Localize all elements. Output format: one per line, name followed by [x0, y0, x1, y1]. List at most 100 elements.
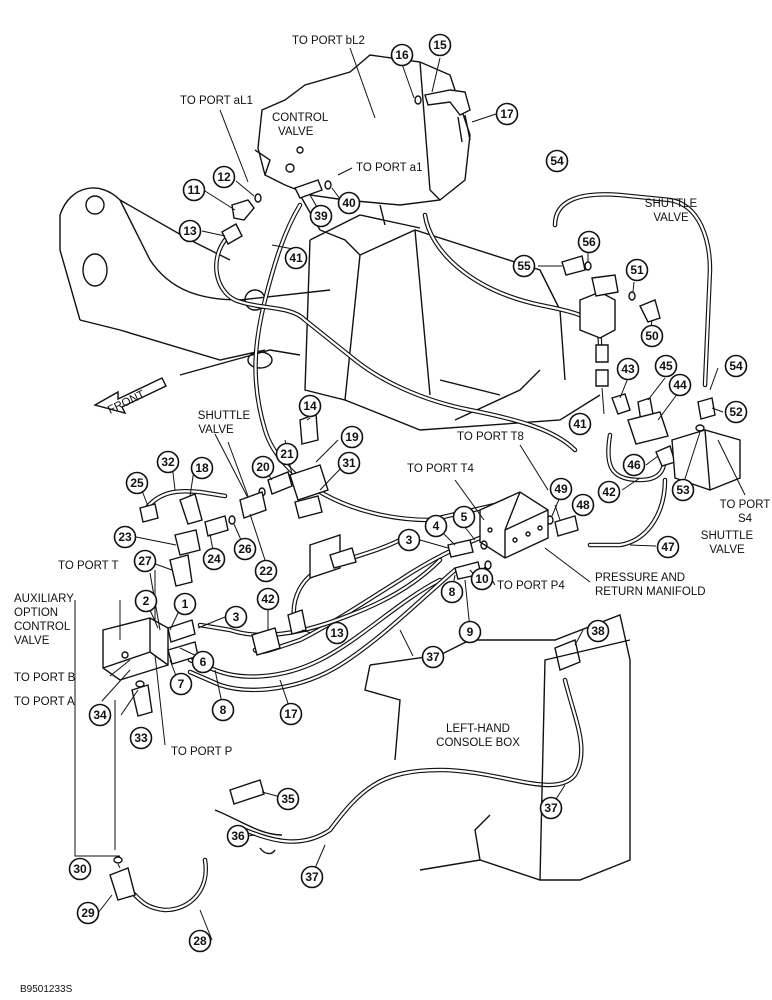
callout-27-label: 27	[138, 554, 152, 568]
callout-40: 40	[337, 191, 361, 215]
callout-55-label: 55	[517, 259, 531, 273]
callout-24-label: 24	[207, 552, 221, 566]
callout-23-label: 23	[118, 530, 132, 544]
callout-56: 56	[577, 230, 601, 254]
label-shuttle-valve-top-1: SHUTTLE	[645, 198, 698, 210]
callout-26: 26	[233, 537, 257, 561]
label-manifold-1: PRESSURE AND	[595, 572, 685, 584]
callout-24: 24	[202, 547, 226, 571]
callout-12-label: 12	[217, 170, 231, 184]
callout-1-label: 1	[182, 597, 189, 611]
label-to-port-p: TO PORT P	[171, 746, 233, 758]
callout-13a-label: 13	[183, 224, 197, 238]
callout-12: 12	[212, 165, 236, 189]
label-to-port-s4-1: TO PORT	[720, 499, 771, 511]
callout-17a-label: 17	[500, 107, 514, 121]
callout-28: 28	[188, 929, 212, 953]
callout-13a: 13	[178, 219, 202, 243]
callout-8b-label: 8	[449, 585, 456, 599]
callout-6: 6	[191, 650, 215, 674]
callout-49-label: 49	[554, 482, 568, 496]
callout-4-label: 4	[433, 519, 440, 533]
callout-6-label: 6	[200, 655, 207, 669]
callout-37b-label: 37	[544, 801, 558, 815]
callout-16-label: 16	[395, 48, 409, 62]
callout-21-label: 21	[280, 447, 294, 461]
callout-42a: 42	[597, 480, 621, 504]
callout-17b: 17	[279, 702, 303, 726]
label-to-port-p4: TO PORT P4	[497, 580, 565, 592]
callout-22-label: 22	[259, 564, 273, 578]
callout-44: 44	[668, 373, 692, 397]
callout-30: 30	[68, 857, 92, 881]
callout-36-label: 36	[231, 829, 245, 843]
callout-43-label: 43	[621, 362, 635, 376]
callout-20: 20	[251, 455, 275, 479]
figure-code: B9501233S	[20, 984, 73, 995]
callout-16: 16	[390, 43, 414, 67]
callout-19: 19	[340, 425, 364, 449]
label-front: FRONT	[106, 389, 147, 417]
label-control-valve-2: VALVE	[278, 126, 314, 138]
callout-22: 22	[254, 559, 278, 583]
label-to-port-b: TO PORT B	[14, 672, 76, 684]
callout-1: 1	[173, 592, 197, 616]
callout-49: 49	[549, 477, 573, 501]
callout-26-label: 26	[238, 542, 252, 556]
callout-27: 27	[133, 549, 157, 573]
callout-47: 47	[656, 535, 680, 559]
callout-7: 7	[169, 672, 193, 696]
callout-39-label: 39	[314, 209, 328, 223]
callout-5: 5	[452, 505, 476, 529]
callout-18-label: 18	[195, 461, 209, 475]
callout-19-label: 19	[345, 430, 359, 444]
callout-11: 11	[182, 178, 206, 202]
callout-53-label: 53	[676, 483, 690, 497]
label-to-port-t: TO PORT T	[58, 560, 119, 572]
callout-38-label: 38	[591, 624, 605, 638]
callout-11-label: 11	[188, 183, 201, 197]
callout-45: 45	[654, 354, 678, 378]
callout-8a: 8	[211, 698, 235, 722]
callout-29-label: 29	[81, 906, 95, 920]
callout-10: 10	[470, 567, 494, 591]
callout-35-label: 35	[281, 792, 295, 806]
label-to-port-a1: TO PORT a1	[356, 162, 422, 174]
callout-41a: 41	[284, 246, 308, 270]
callout-50-label: 50	[645, 329, 659, 343]
callout-37a-label: 37	[426, 650, 440, 664]
label-shuttle-valve-left-2: VALVE	[198, 424, 234, 436]
callout-52-label: 52	[729, 405, 743, 419]
label-aux-1: AUXILIARY	[14, 593, 74, 605]
label-to-port-s4-2: S4	[738, 513, 753, 525]
callout-54a: 54	[545, 149, 569, 173]
callout-15-label: 15	[433, 38, 447, 52]
callout-20-label: 20	[256, 460, 270, 474]
label-shuttle-valve-left-1: SHUTTLE	[198, 410, 251, 422]
callout-8a-label: 8	[220, 703, 227, 717]
callout-41a-label: 41	[289, 251, 303, 265]
callout-18: 18	[190, 456, 214, 480]
callout-37c: 37	[300, 865, 324, 889]
callout-32: 32	[156, 450, 180, 474]
callout-37b: 37	[539, 796, 563, 820]
callout-30-label: 30	[73, 862, 87, 876]
callout-39: 39	[309, 204, 333, 228]
label-shuttle-valve-right-2: VALVE	[709, 544, 745, 556]
callout-45-label: 45	[659, 359, 673, 373]
callout-17a: 17	[495, 102, 519, 126]
callout-35: 35	[276, 787, 300, 811]
callout-41b-label: 41	[573, 417, 587, 431]
callout-2: 2	[134, 589, 158, 613]
callout-34-label: 34	[93, 708, 107, 722]
label-shuttle-valve-right-1: SHUTTLE	[701, 530, 754, 542]
callout-48: 48	[571, 493, 595, 517]
label-control-valve-1: CONTROL	[272, 112, 329, 124]
label-to-port-t4: TO PORT T4	[407, 463, 474, 475]
callout-47-label: 47	[661, 540, 675, 554]
callout-51: 51	[625, 258, 649, 282]
label-aux-3: CONTROL	[14, 621, 71, 633]
label-manifold-2: RETURN MANIFOLD	[595, 586, 706, 598]
callout-56-label: 56	[582, 235, 596, 249]
callout-25: 25	[125, 471, 149, 495]
